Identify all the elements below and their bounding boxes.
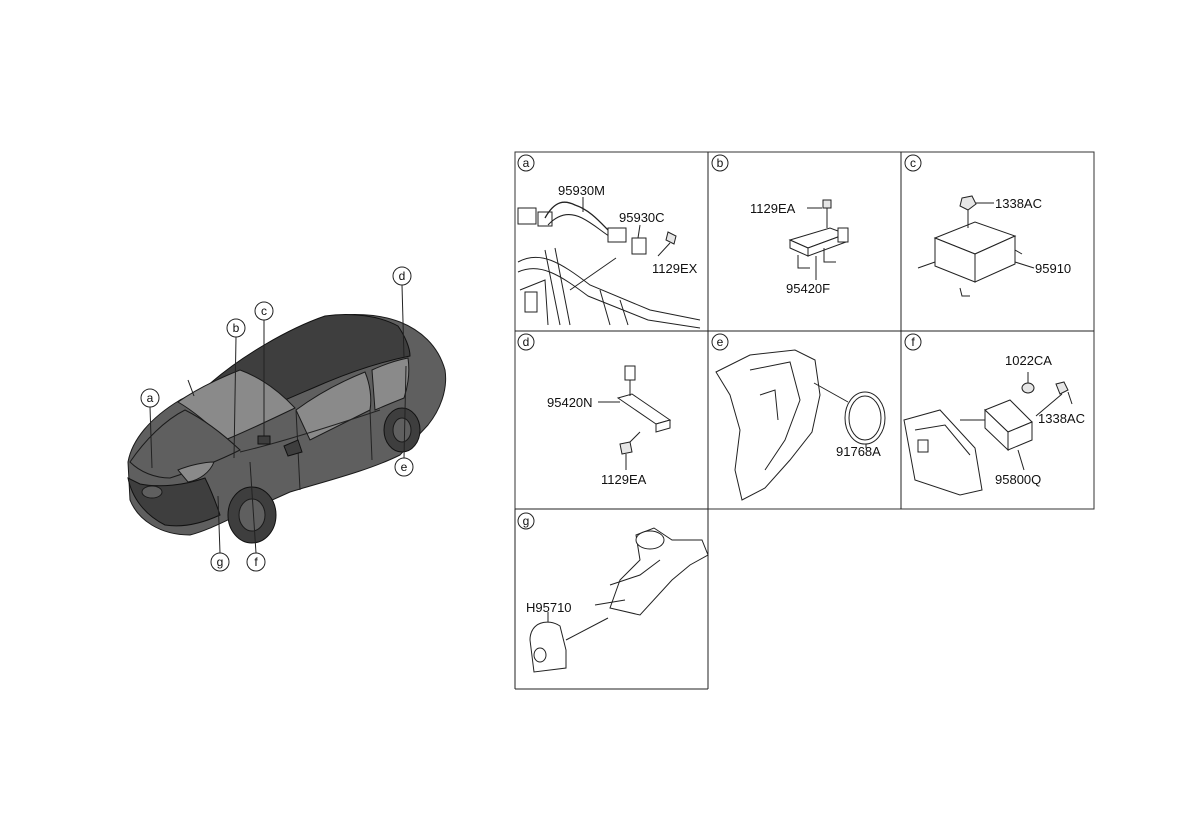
car-callout-b-letter: b bbox=[233, 321, 240, 335]
panel-grid bbox=[514, 151, 1095, 690]
part-label-1338ac-c: 1338AC bbox=[995, 196, 1042, 211]
car-callout-a-letter: a bbox=[147, 391, 154, 405]
panel-e-letter: e bbox=[717, 335, 724, 349]
car-callout-e-letter: e bbox=[401, 460, 408, 474]
part-label-95800q: 95800Q bbox=[995, 472, 1041, 487]
part-label-1338ac-f: 1338AC bbox=[1038, 411, 1085, 426]
car-callout-e: e bbox=[394, 365, 414, 477]
panel-b-letter: b bbox=[717, 156, 724, 170]
panel-g-letter: g bbox=[523, 514, 530, 528]
part-label-95930m: 95930M bbox=[558, 183, 605, 198]
part-label-91768a: 91768A bbox=[836, 444, 881, 459]
part-label-h95710: H95710 bbox=[526, 600, 572, 615]
panel-f-letter: f bbox=[911, 335, 915, 349]
part-label-1129ea-d: 1129EA bbox=[601, 472, 647, 487]
panel-g: g H95710 bbox=[517, 512, 709, 673]
car-callout-d: d bbox=[392, 266, 412, 359]
car-illustration bbox=[127, 313, 447, 544]
car-callout-b: b bbox=[226, 318, 246, 459]
part-label-95930c: 95930C bbox=[619, 210, 665, 225]
part-label-95910: 95910 bbox=[1035, 261, 1071, 276]
part-label-95420n: 95420N bbox=[547, 395, 593, 410]
car-callout-g: g bbox=[210, 495, 230, 572]
car-callout-f: f bbox=[246, 461, 266, 572]
panel-b: b 1129EA 95420F bbox=[711, 154, 849, 296]
panel-a-letter: a bbox=[523, 156, 530, 170]
panel-a: a 95930M 95930C 1129EX bbox=[517, 154, 701, 329]
car-callout-c: c bbox=[254, 301, 274, 445]
panel-d: d 95420N 1129EA bbox=[517, 333, 672, 487]
panel-e: e 91768A bbox=[711, 333, 886, 501]
car-callout-a: a bbox=[140, 388, 160, 469]
car-callout-g-letter: g bbox=[217, 555, 224, 569]
part-label-1129ex: 1129EX bbox=[652, 261, 698, 276]
panel-c: c 1338AC 95910 bbox=[904, 154, 1071, 297]
part-label-1129ea: 1129EA bbox=[750, 201, 796, 216]
car-callout-c-letter: c bbox=[261, 304, 267, 318]
part-label-1022ca: 1022CA bbox=[1005, 353, 1052, 368]
part-label-95420f: 95420F bbox=[786, 281, 830, 296]
car-callout-f-letter: f bbox=[254, 555, 258, 569]
panel-d-letter: d bbox=[523, 335, 530, 349]
car-callout-d-letter: d bbox=[399, 269, 406, 283]
panel-f: f 1022CA 1338AC 95800Q bbox=[903, 333, 1085, 496]
panel-c-letter: c bbox=[910, 156, 916, 170]
